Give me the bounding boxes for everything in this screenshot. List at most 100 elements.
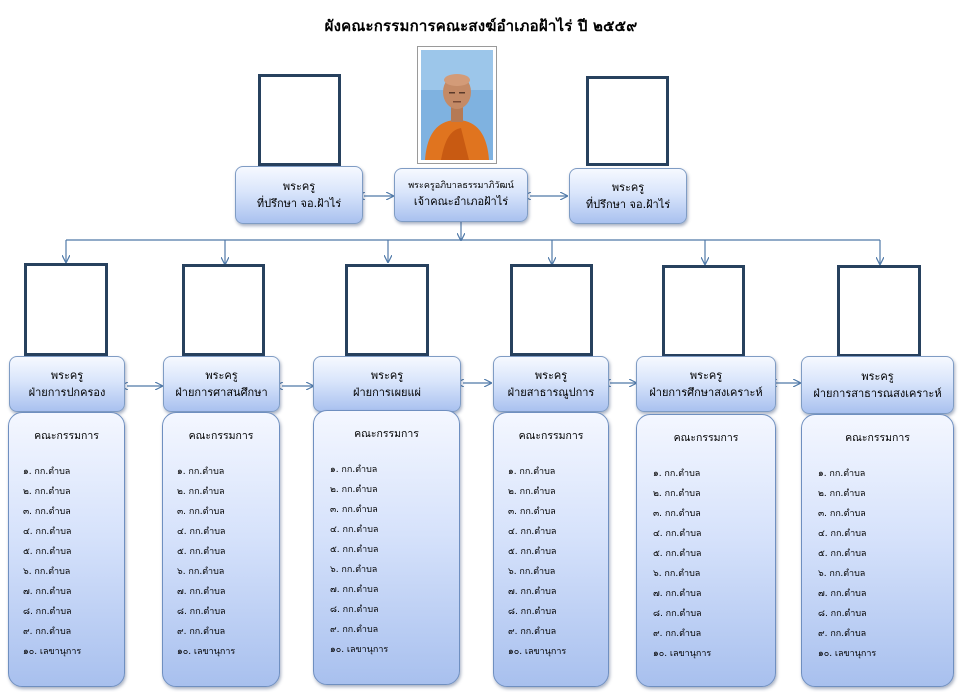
chart-title: ผังคณะกรรมการคณะสงฆ์อำเภอฝ้าไร่ ปี ๒๕๕๙: [324, 17, 638, 35]
monk-portrait-image: [421, 50, 493, 160]
advisor-box-left: พระครู ที่ปรึกษา จอ.ฝ้าไร่: [235, 166, 363, 224]
list-item: ๓. กก.ตำบล: [177, 507, 225, 517]
committee-title: คณะกรรมการ: [845, 432, 910, 444]
list-item: ๖. กก.ตำบล: [23, 567, 71, 577]
dept-title: พระครู: [50, 368, 84, 382]
committee-title: คณะกรรมการ: [188, 430, 254, 442]
list-item: ๗. กก.ตำบล: [818, 589, 867, 599]
advisor-role: ที่ปรึกษา จอ.ฝ้าไร่: [585, 198, 671, 211]
list-item: ๑๐. เลขานุการ: [653, 649, 712, 659]
dept-photo-frame-3: [345, 264, 429, 356]
committee-box-5: คณะกรรมการ ๑. กก.ตำบล ๒. กก.ตำบล ๓. กก.ต…: [636, 414, 776, 687]
committee-box-1: คณะกรรมการ ๑. กก.ตำบล ๒. กก.ตำบล ๓. กก.ต…: [8, 412, 125, 687]
dept-role: ฝ่ายการปกครอง: [28, 386, 106, 399]
committee-box-2: คณะกรรมการ ๑. กก.ตำบล ๒. กก.ตำบล ๓. กก.ต…: [162, 412, 280, 687]
dept-title: พระครู: [534, 368, 568, 382]
list-item: ๙. กก.ตำบล: [508, 627, 557, 637]
committee-box-3: คณะกรรมการ ๑. กก.ตำบล ๒. กก.ตำบล ๓. กก.ต…: [313, 410, 460, 685]
list-item: ๗. กก.ตำบล: [508, 587, 557, 597]
dept-title: พระครู: [689, 368, 723, 382]
list-item: ๕. กก.ตำบล: [818, 549, 867, 559]
list-item: ๕. กก.ตำบล: [330, 545, 379, 555]
list-item: ๑. กก.ตำบล: [23, 467, 71, 477]
list-item: ๑. กก.ตำบล: [177, 467, 225, 477]
committee-title: คณะกรรมการ: [354, 428, 419, 440]
list-item: ๔. กก.ตำบล: [818, 529, 867, 539]
dept-photo-frame-5: [662, 265, 745, 357]
list-item: ๖. กก.ตำบล: [818, 569, 866, 579]
list-item: ๔. กก.ตำบล: [653, 529, 702, 539]
list-item: ๑๐. เลขานุการ: [508, 647, 567, 657]
advisor-box-right: พระครู ที่ปรึกษา จอ.ฝ้าไร่: [569, 168, 687, 224]
list-item: ๓. กก.ตำบล: [508, 507, 556, 517]
list-item: ๖. กก.ตำบล: [653, 569, 701, 579]
dept-box-propagation: พระครู ฝ่ายการเผยแผ่: [313, 356, 461, 412]
list-item: ๑. กก.ตำบล: [818, 469, 866, 479]
list-item: ๘. กก.ตำบล: [653, 609, 702, 619]
committee-list: ๑. กก.ตำบล ๒. กก.ตำบล ๓. กก.ตำบล ๔. กก.ต…: [494, 462, 608, 662]
dept-box-public-welfare: พระครู ฝ่ายการสาธารณสงเคราะห์: [801, 356, 954, 414]
committee-title: คณะกรรมการ: [673, 432, 739, 444]
dept-title: พระครู: [370, 368, 404, 382]
list-item: ๓. กก.ตำบล: [653, 509, 701, 519]
committee-box-4: คณะกรรมการ ๑. กก.ตำบล ๒. กก.ตำบล ๓. กก.ต…: [493, 412, 609, 687]
leader-portrait: [417, 46, 497, 164]
list-item: ๕. กก.ตำบล: [23, 547, 72, 557]
committee-list: ๑. กก.ตำบล ๒. กก.ตำบล ๓. กก.ตำบล ๔. กก.ต…: [802, 464, 953, 664]
list-item: ๙. กก.ตำบล: [23, 627, 72, 637]
advisor-photo-frame-left: [258, 74, 341, 166]
list-item: ๗. กก.ตำบล: [177, 587, 226, 597]
dept-photo-frame-4: [510, 264, 593, 356]
list-item: ๘. กก.ตำบล: [508, 607, 557, 617]
list-item: ๑. กก.ตำบล: [330, 465, 378, 475]
dept-role: ฝ่ายสาธารณูปการ: [507, 386, 595, 399]
leader-role: เจ้าคณะอำเภอฝ้าไร่: [413, 195, 509, 209]
list-item: ๒. กก.ตำบล: [23, 487, 71, 497]
list-item: ๒. กก.ตำบล: [653, 489, 701, 499]
dept-title: พระครู: [205, 368, 238, 382]
list-item: ๘. กก.ตำบล: [177, 607, 226, 617]
advisor-title: พระครู: [611, 180, 645, 194]
committee-list: ๑. กก.ตำบล ๒. กก.ตำบล ๓. กก.ตำบล ๔. กก.ต…: [9, 462, 124, 662]
list-item: ๔. กก.ตำบล: [330, 525, 379, 535]
advisor-role: ที่ปรึกษา จอ.ฝ้าไร่: [256, 197, 342, 210]
list-item: ๒. กก.ตำบล: [177, 487, 225, 497]
list-item: ๑. กก.ตำบล: [653, 469, 701, 479]
leader-name: พระครูอภิบาลธรรมาภิวัฒน์: [408, 180, 514, 191]
committee-title: คณะกรรมการ: [34, 430, 99, 442]
list-item: ๔. กก.ตำบล: [508, 527, 557, 537]
list-item: ๒. กก.ตำบล: [818, 489, 866, 499]
list-item: ๑๐. เลขานุการ: [818, 649, 877, 659]
dept-photo-frame-2: [182, 264, 265, 356]
committee-list: ๑. กก.ตำบล ๒. กก.ตำบล ๓. กก.ตำบล ๔. กก.ต…: [314, 460, 459, 660]
list-item: ๓. กก.ตำบล: [23, 507, 71, 517]
list-item: ๗. กก.ตำบล: [653, 589, 702, 599]
list-item: ๘. กก.ตำบล: [818, 609, 867, 619]
dept-box-public-utilities: พระครู ฝ่ายสาธารณูปการ: [493, 356, 609, 412]
list-item: ๒. กก.ตำบล: [508, 487, 556, 497]
list-item: ๕. กก.ตำบล: [508, 547, 557, 557]
leader-box: พระครูอภิบาลธรรมาภิวัฒน์ เจ้าคณะอำเภอฝ้า…: [394, 168, 528, 222]
list-item: ๑๐. เลขานุการ: [23, 647, 82, 657]
list-item: ๓. กก.ตำบล: [818, 509, 866, 519]
list-item: ๙. กก.ตำบล: [653, 629, 702, 639]
list-item: ๖. กก.ตำบล: [177, 567, 225, 577]
dept-box-administration: พระครู ฝ่ายการปกครอง: [9, 356, 125, 412]
list-item: ๔. กก.ตำบล: [177, 527, 226, 537]
list-item: ๕. กก.ตำบล: [653, 549, 702, 559]
dept-box-educational-welfare: พระครู ฝ่ายการศึกษาสงเคราะห์: [636, 356, 776, 412]
list-item: ๒. กก.ตำบล: [330, 485, 378, 495]
list-item: ๓. กก.ตำบล: [330, 505, 378, 515]
dept-role: ฝ่ายการศาสนศึกษา: [175, 386, 268, 399]
list-item: ๖. กก.ตำบล: [330, 565, 378, 575]
list-item: ๑๐. เลขานุการ: [177, 647, 236, 657]
list-item: ๗. กก.ตำบล: [23, 587, 72, 597]
dept-role: ฝ่ายการเผยแผ่: [353, 386, 421, 399]
dept-role: ฝ่ายการสาธารณสงเคราะห์: [813, 387, 942, 400]
list-item: ๘. กก.ตำบล: [23, 607, 72, 617]
list-item: ๙. กก.ตำบล: [330, 625, 379, 635]
list-item: ๗. กก.ตำบล: [330, 585, 379, 595]
list-item: ๙. กก.ตำบล: [818, 629, 867, 639]
list-item: ๙. กก.ตำบล: [177, 627, 226, 637]
